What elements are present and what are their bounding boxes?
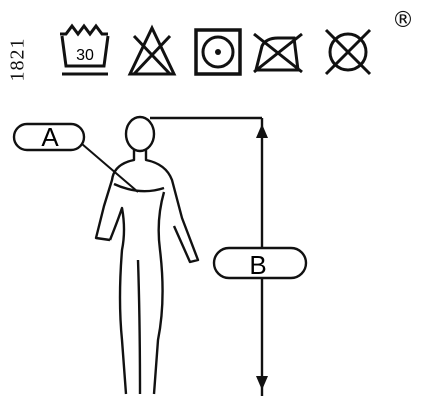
- label-a: A: [41, 122, 59, 152]
- measurement-a: A: [12, 122, 139, 193]
- tumble-dry-icon: [194, 28, 242, 76]
- product-code: 1821: [6, 37, 29, 82]
- measurement-b: B: [150, 116, 308, 396]
- no-dry-clean-icon: [324, 28, 372, 76]
- label-b: B: [249, 250, 266, 280]
- wash-30-icon: 30: [60, 23, 110, 76]
- wash-temperature: 30: [76, 47, 94, 64]
- measurement-diagram: A B: [12, 115, 308, 396]
- no-bleach-icon: [127, 24, 177, 76]
- no-iron-icon: [253, 32, 303, 74]
- registered-mark: ®: [392, 8, 414, 33]
- care-symbols: 30: [60, 23, 372, 76]
- body-figure: [94, 115, 200, 395]
